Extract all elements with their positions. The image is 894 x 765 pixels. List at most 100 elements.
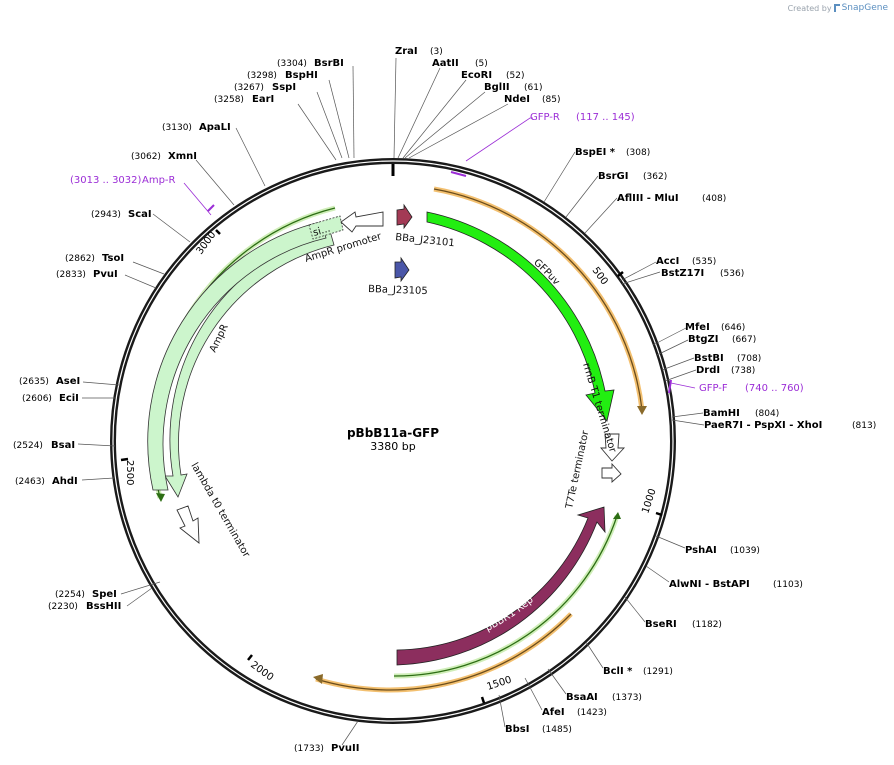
- brand-text: SnapGene: [841, 3, 888, 13]
- site-bamhi-name[interactable]: BamHI: [703, 408, 740, 419]
- tick-2500: 2500: [124, 460, 135, 485]
- site-zrai-name[interactable]: ZraI: [395, 46, 418, 57]
- site-bsshii-name[interactable]: BssHII: [86, 601, 121, 612]
- site-ndei-pos: (85): [542, 95, 560, 105]
- site-mfei-pos: (646): [721, 323, 745, 333]
- site-pshai-pos: (1039): [730, 546, 760, 556]
- tick-1000: 1000: [640, 487, 658, 515]
- site-eari-pos: (3258): [214, 95, 244, 105]
- t7te-terminator-feature[interactable]: [601, 462, 622, 484]
- site-pvui-name[interactable]: PvuI: [93, 269, 118, 280]
- site-spei-pos: (2254): [55, 590, 85, 600]
- site-bamhi-pos: (804): [755, 409, 779, 419]
- primer-gfp-r-range: (117 .. 145): [576, 112, 635, 123]
- site-tsoi-pos: (2862): [65, 254, 95, 264]
- ampr-promoter-feature[interactable]: [340, 211, 384, 233]
- site-alwni-bstapi-pos: (1103): [773, 580, 803, 590]
- gfpuv-feature[interactable]: [426, 211, 615, 422]
- site-bsphi-pos: (3298): [247, 71, 277, 81]
- bba-j23101-feature[interactable]: [396, 203, 413, 230]
- site-alwni-bstapi-name[interactable]: AlwNI - BstAPI: [669, 579, 750, 590]
- primer-gfp-f-range: (740 .. 760): [745, 383, 804, 394]
- site-bspei-pos: (308): [626, 148, 650, 158]
- site-bglii-pos: (61): [524, 83, 542, 93]
- tick-1500: 1500: [486, 675, 514, 693]
- site-scai-pos: (2943): [91, 210, 121, 220]
- bba-j23105-feature[interactable]: [394, 256, 410, 283]
- site-bstbi-pos: (708): [737, 354, 761, 364]
- site-xmni-name[interactable]: XmnI: [168, 151, 197, 162]
- signal-sequence-feature[interactable]: [308, 215, 344, 240]
- primer-gfp-f-name[interactable]: GFP-F: [699, 383, 728, 394]
- site-ecori-name[interactable]: EcoRI: [461, 70, 492, 81]
- site-bsaai-pos: (1373): [612, 693, 642, 703]
- plasmid-length: 3380 bp: [370, 440, 415, 453]
- site-ahdi-pos: (2463): [15, 477, 45, 487]
- primer-amp-r-name[interactable]: Amp-R: [142, 175, 176, 186]
- site-ahdi-name[interactable]: AhdI: [52, 476, 78, 487]
- site-aatii-name[interactable]: AatII: [432, 58, 459, 69]
- site-eari-name[interactable]: EarI: [252, 94, 274, 105]
- site-ecii-pos: (2606): [22, 394, 52, 404]
- snapgene-logo-icon: [833, 4, 840, 12]
- site-drdi-name[interactable]: DrdI: [696, 365, 720, 376]
- snapgene-credit: Created by SnapGene: [788, 3, 888, 13]
- site-apali-pos: (3130): [162, 123, 192, 133]
- site-ecii-name[interactable]: EciI: [59, 393, 79, 404]
- backbone: [110, 158, 676, 724]
- signal-sequence-label: si...: [312, 223, 332, 238]
- site-xmni-pos: (3062): [131, 152, 161, 162]
- site-pvuii-name[interactable]: PvuII: [331, 743, 359, 754]
- primer-gfp-r-name[interactable]: GFP-R: [530, 112, 560, 123]
- site-bsshii-pos: (2230): [48, 602, 78, 612]
- bba-j23101-label: BBa_J23101: [395, 232, 455, 249]
- site-spei-name[interactable]: SpeI: [92, 589, 117, 600]
- site-tsoi-name[interactable]: TsoI: [102, 253, 124, 264]
- site-paer7i-pspxi-xhoi-name[interactable]: PaeR7I - PspXI - XhoI: [704, 420, 822, 431]
- site-sspi-name[interactable]: SspI: [272, 82, 296, 93]
- site-bstz17i-pos: (536): [720, 269, 744, 279]
- site-bseri-name[interactable]: BseRI: [645, 619, 677, 630]
- primer-marks: [183, 117, 696, 394]
- site-btgzi-name[interactable]: BtgZI: [688, 334, 719, 345]
- site-bsaai-name[interactable]: BsaAI: [566, 692, 598, 703]
- pbbr1-rep-feature[interactable]: [396, 506, 606, 666]
- site-bsrgi-name[interactable]: BsrGI: [598, 171, 628, 182]
- site-bsrbi-name[interactable]: BsrBI: [314, 58, 344, 69]
- site-bstbi-name[interactable]: BstBI: [694, 353, 724, 364]
- rrnb-t1-terminator-feature[interactable]: [600, 433, 626, 462]
- site-afei-pos: (1423): [577, 708, 607, 718]
- site-bsai-name[interactable]: BsaI: [51, 440, 75, 451]
- site-bspei-name[interactable]: BspEI *: [575, 147, 616, 158]
- site-zrai-pos: (3): [430, 47, 443, 57]
- site-pvuii-pos: (1733): [294, 744, 324, 754]
- plasmid-name: pBbB11a-GFP: [347, 426, 439, 440]
- site-bcli-pos: (1291): [643, 667, 673, 677]
- site-bsai-pos: (2524): [13, 441, 43, 451]
- site-afei-name[interactable]: AfeI: [542, 707, 565, 718]
- site-leaders: [77, 57, 705, 746]
- site-acci-name[interactable]: AccI: [656, 256, 679, 267]
- primer-amp-r-range: (3013 .. 3032): [70, 175, 142, 186]
- site-scai-name[interactable]: ScaI: [128, 209, 152, 220]
- site-bsphi-name[interactable]: BspHI: [285, 70, 318, 81]
- site-afliii-mlui-name[interactable]: AflIII - MluI: [617, 193, 679, 204]
- site-ndei-name[interactable]: NdeI: [504, 94, 530, 105]
- site-asei-name[interactable]: AseI: [56, 376, 80, 387]
- site-bcli-name[interactable]: BclI *: [603, 666, 633, 677]
- lambda-t0-terminator-feature[interactable]: [176, 505, 200, 544]
- site-apali-name[interactable]: ApaLI: [199, 122, 231, 133]
- site-pshai-name[interactable]: PshAI: [685, 545, 717, 556]
- site-bglii-name[interactable]: BglII: [484, 82, 510, 93]
- site-paer7i-pspxi-xhoi-pos: (813): [852, 421, 876, 431]
- site-bstz17i-name[interactable]: BstZ17I: [661, 268, 704, 279]
- site-pvui-pos: (2833): [56, 270, 86, 280]
- site-mfei-name[interactable]: MfeI: [685, 322, 710, 333]
- site-bsrgi-pos: (362): [643, 172, 667, 182]
- site-bbsi-name[interactable]: BbsI: [505, 724, 529, 735]
- site-bseri-pos: (1182): [692, 620, 722, 630]
- site-aatii-pos: (5): [475, 59, 488, 69]
- site-ecori-pos: (52): [506, 71, 524, 81]
- ampr-body[interactable]: [147, 221, 327, 491]
